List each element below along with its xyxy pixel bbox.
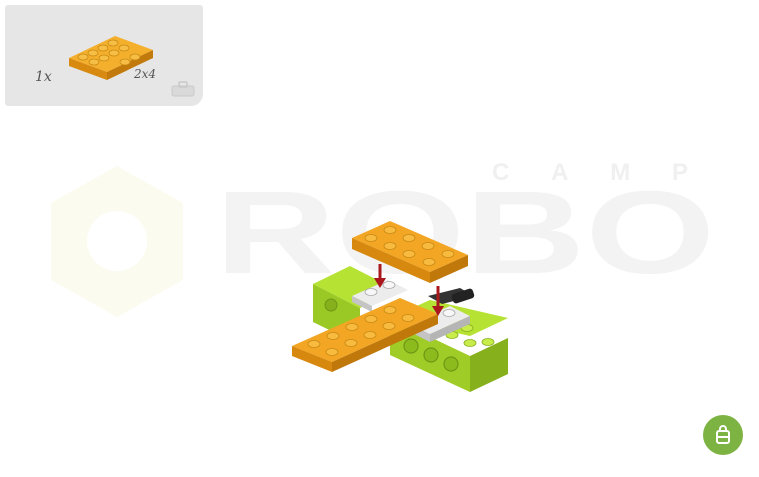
part-size: 2x4 [134, 67, 157, 81]
plate-2x4-thumbnail [69, 36, 153, 80]
placement-arrow-left [374, 264, 386, 288]
parts-list-panel: 1x 2x4 [5, 5, 203, 106]
bag-icon [716, 425, 730, 444]
gray-plate-left [352, 280, 408, 312]
orange-plate-top [352, 221, 468, 283]
hexagon-logo-icon [51, 166, 183, 317]
orange-plate-bottom [292, 298, 438, 372]
parts-bag-button[interactable] [703, 415, 743, 455]
briefcase-icon [171, 81, 195, 97]
watermark-brand: ROBO [215, 167, 715, 299]
part-quantity: 1x [35, 69, 52, 85]
placement-arrow-right [432, 286, 444, 316]
